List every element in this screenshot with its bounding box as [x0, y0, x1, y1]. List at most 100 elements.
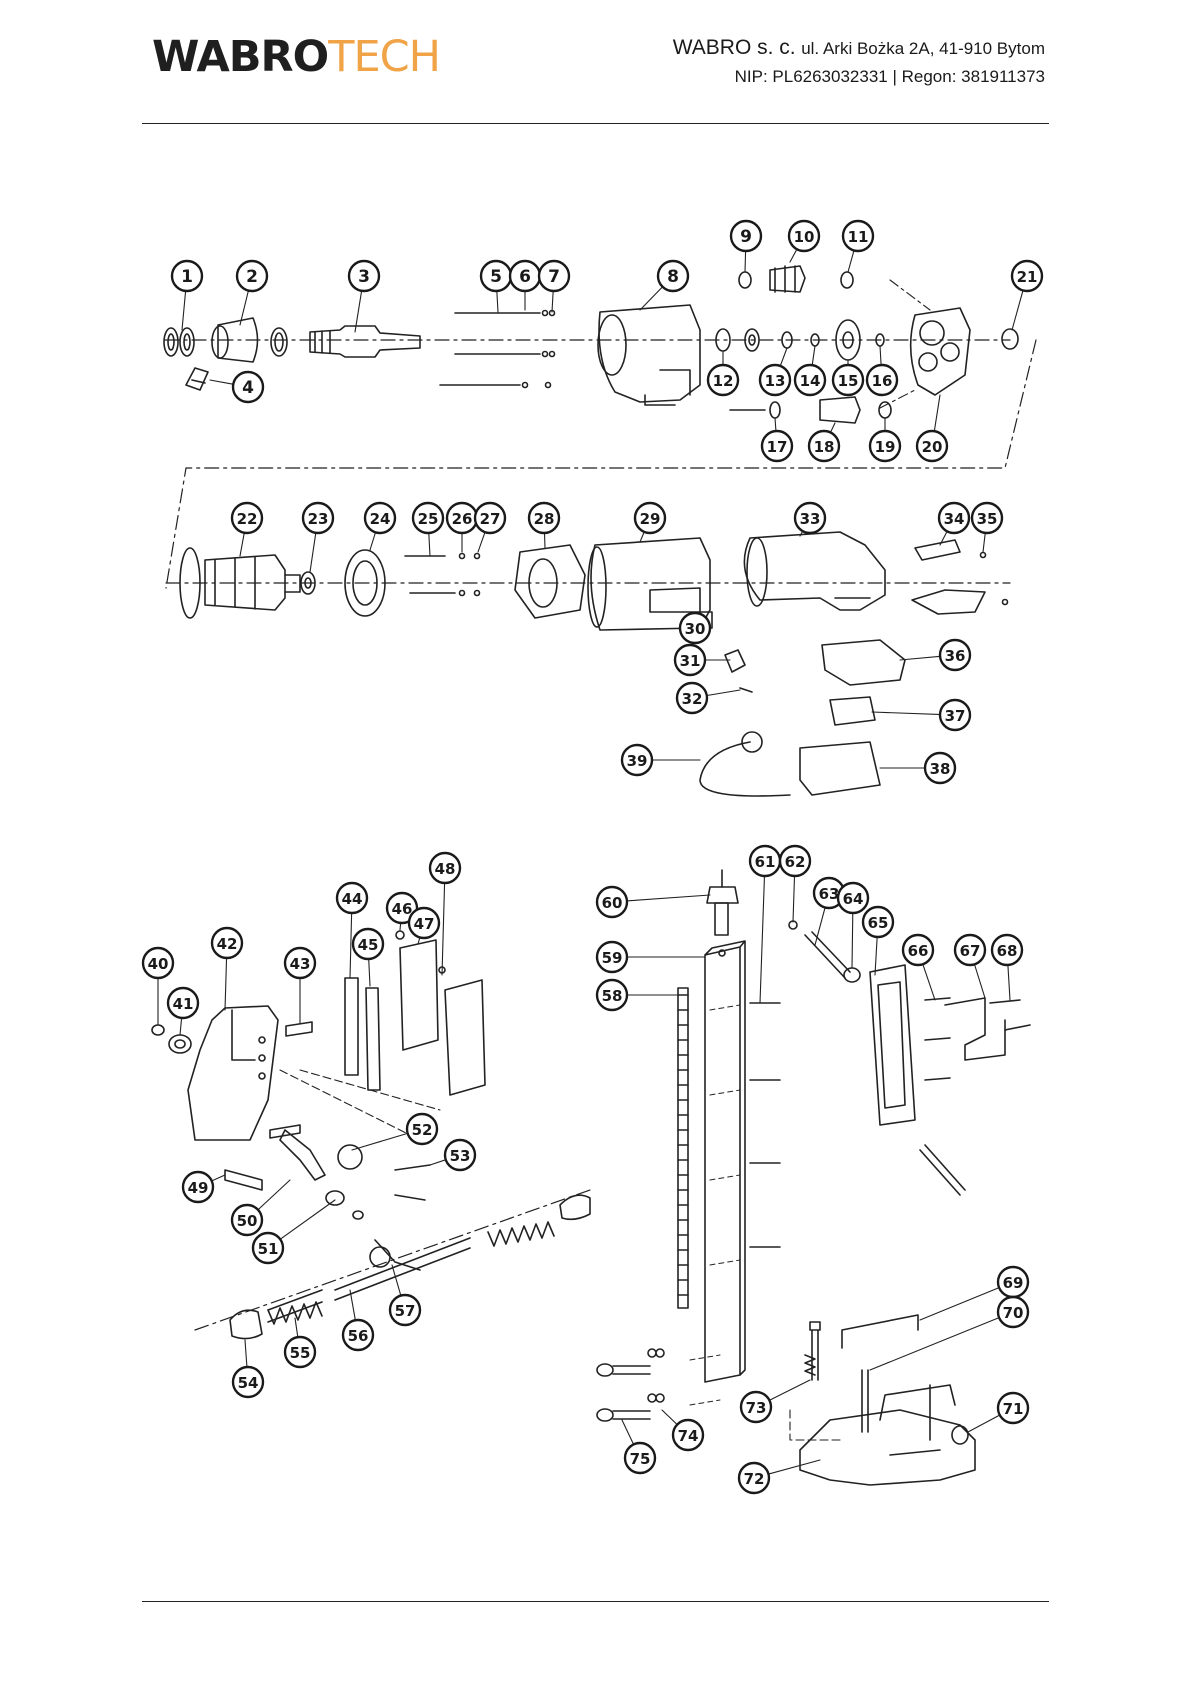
leader-line [811, 345, 816, 365]
callout-circle [758, 363, 792, 397]
callout-circle [671, 1418, 705, 1452]
leader-line [351, 1133, 408, 1151]
leader-line [179, 1018, 183, 1036]
callout-36: 36 [938, 638, 972, 672]
callout-number: 66 [908, 942, 929, 960]
callout-circle [778, 844, 812, 878]
callout-number: 41 [173, 995, 194, 1013]
logo-part-dark: WABRO [152, 32, 329, 82]
leader-line [879, 345, 882, 365]
callout-number: 63 [819, 885, 840, 903]
callout-circle [595, 940, 629, 974]
callout-number: 51 [258, 1240, 279, 1258]
callout-number: 9 [740, 227, 752, 247]
callout-35: 35 [970, 501, 1004, 535]
callout-24: 24 [363, 501, 397, 535]
leader-line [224, 958, 228, 1011]
column-and-base [596, 869, 1031, 1486]
callout-circle [210, 926, 244, 960]
callout-circle [388, 1293, 422, 1327]
callout-number: 48 [435, 860, 456, 878]
leader-line [391, 1264, 402, 1296]
callout-circle [793, 501, 827, 535]
leader-line [871, 711, 940, 715]
callout-18: 18 [807, 429, 841, 463]
callout-number: 23 [308, 510, 329, 528]
callout-circle [787, 219, 821, 253]
callout-42: 42 [210, 926, 244, 960]
callout-37: 37 [938, 698, 972, 732]
callout-61: 61 [748, 844, 782, 878]
company-address-line: WABRO s. c. ul. Arki Bożka 2A, 41-910 By… [673, 37, 1045, 58]
callout-number: 54 [238, 1374, 259, 1392]
callout-circle [861, 905, 895, 939]
callout-circle [363, 501, 397, 535]
callout-circle [595, 978, 629, 1012]
callout-number: 60 [602, 894, 623, 912]
callout-number: 39 [627, 752, 648, 770]
callout-circle [675, 681, 709, 715]
callout-number: 44 [342, 890, 363, 908]
callout-number: 31 [680, 652, 701, 670]
callout-number: 74 [678, 1427, 699, 1445]
callout-circle [633, 501, 667, 535]
callout-number: 30 [685, 620, 706, 638]
callout-number: 61 [755, 853, 776, 871]
callout-51: 51 [251, 1231, 285, 1265]
callout-circle [301, 501, 335, 535]
leader-line [939, 531, 948, 546]
callout-17: 17 [760, 429, 794, 463]
leader-line [477, 532, 486, 553]
callout-circle [807, 429, 841, 463]
callout-number: 64 [843, 890, 864, 908]
callout-circle [335, 881, 369, 915]
callout-circle [170, 259, 204, 293]
callout-31: 31 [673, 643, 707, 677]
leader-line [429, 1159, 446, 1166]
leader-line [399, 923, 402, 931]
leader-line [780, 347, 788, 366]
callout-46: 46 [385, 891, 419, 925]
callout-circle [181, 1170, 215, 1204]
callout-4: 4 [231, 370, 265, 404]
callout-59: 59 [595, 940, 629, 974]
callout-38: 38 [923, 751, 957, 785]
carriage-assembly [151, 930, 591, 1340]
callout-circle [166, 986, 200, 1020]
callout-number: 27 [480, 510, 501, 528]
callout-16: 16 [865, 363, 899, 397]
callout-number: 72 [744, 1470, 765, 1488]
callout-number: 5 [490, 267, 502, 287]
callout-30: 30 [678, 611, 712, 645]
callout-6: 6 [508, 259, 542, 293]
company-ids-line: NIP: PL6263032331 | Regon: 381911373 [735, 67, 1045, 87]
callout-5: 5 [479, 259, 513, 293]
leader-line [212, 1174, 226, 1182]
callout-circle [970, 501, 1004, 535]
leader-line [181, 291, 187, 331]
leader-line [244, 1339, 248, 1367]
callout-number: 69 [1003, 1274, 1024, 1292]
callout-circle [283, 1335, 317, 1369]
leader-line [294, 1317, 299, 1337]
callout-number: 1 [181, 267, 193, 287]
leader-line [974, 964, 986, 999]
callout-number: 8 [667, 267, 679, 287]
callout-circle [996, 1295, 1030, 1329]
callout-68: 68 [990, 933, 1024, 967]
callout-12: 12 [706, 363, 740, 397]
callout-number: 55 [290, 1344, 311, 1362]
callout-number: 6 [519, 267, 531, 287]
callout-20: 20 [915, 429, 949, 463]
callout-25: 25 [411, 501, 445, 535]
leader-line [661, 1409, 678, 1425]
leader-line [349, 1289, 356, 1320]
callout-60: 60 [595, 885, 629, 919]
callout-number: 38 [930, 760, 951, 778]
callout-67: 67 [953, 933, 987, 967]
callout-circle [996, 1391, 1030, 1425]
leader-line [847, 250, 855, 273]
callout-73: 73 [739, 1390, 773, 1424]
id-separator: | [892, 67, 897, 86]
